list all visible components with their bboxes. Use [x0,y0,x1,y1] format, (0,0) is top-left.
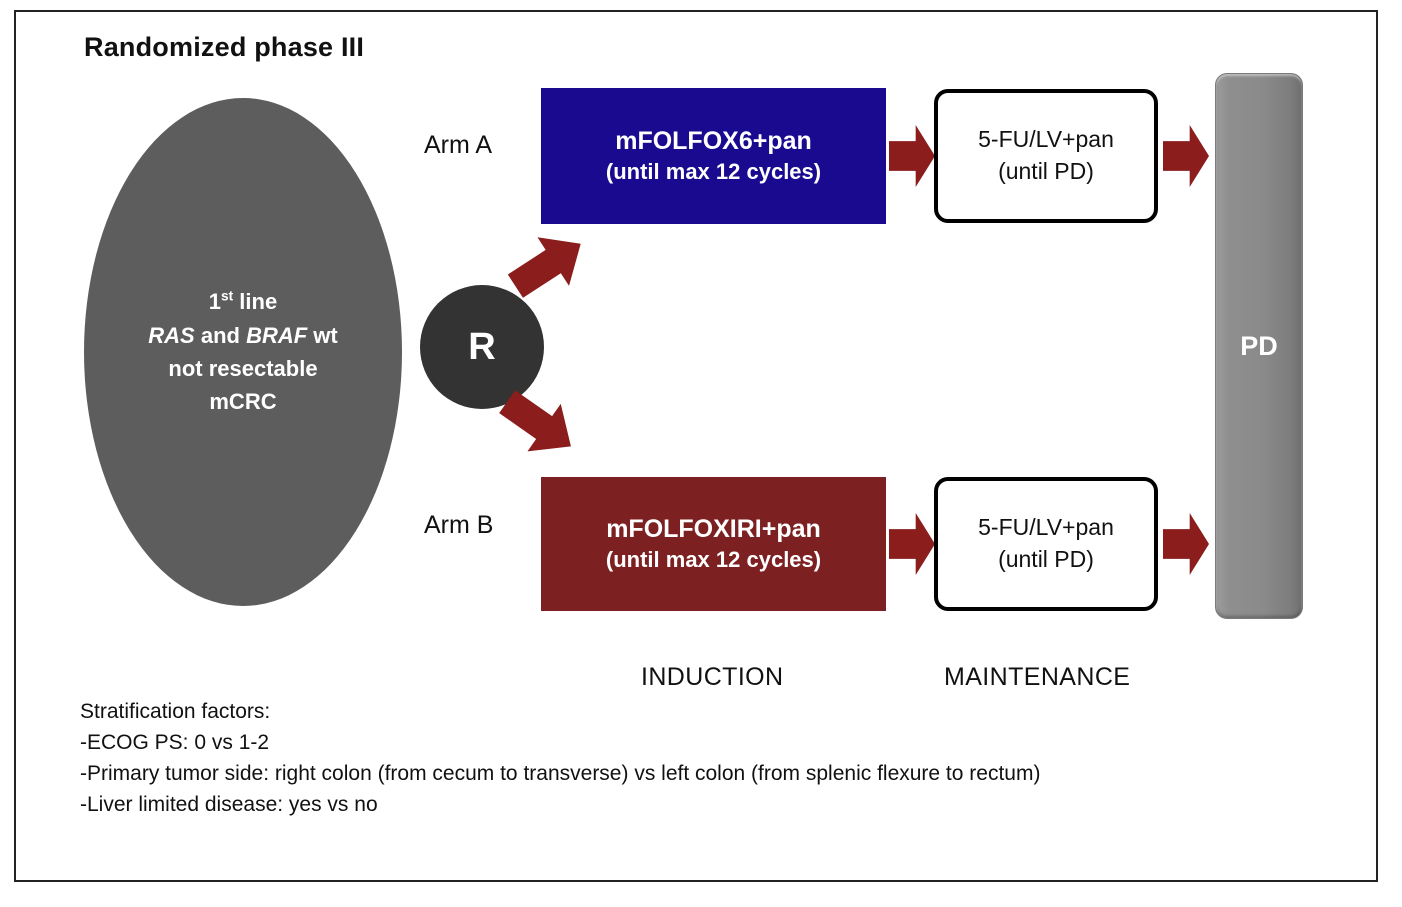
population-gene-braf: BRAF [246,322,308,348]
population-ellipse: 1st line RAS and BRAF wt not resectable … [84,98,402,606]
diagram-title: Randomized phase III [84,32,365,62]
pd-endpoint-bar: PD [1215,73,1303,619]
population-line-4: mCRC [209,389,277,415]
phase-label-maintenance: MAINTENANCE [944,663,1131,691]
population-line-2: RAS and BRAF wt [148,319,337,352]
randomization-circle: R [420,285,544,409]
stratification-factors: Stratification factors: -ECOG PS: 0 vs 1… [80,697,1040,820]
arm-b-maintenance-box: 5-FU/LV+pan (until PD) [934,477,1158,611]
stratification-factor-tumor-side: -Primary tumor side: right colon (from c… [80,761,1041,785]
arm-b-induction-box: mFOLFOXIRI+pan (until max 12 cycles) [541,477,886,611]
population-line-1-suffix: line [233,289,278,315]
arm-a-induction-line-2: (until max 12 cycles) [605,158,822,184]
stratification-factor-liver-limited: -Liver limited disease: yes vs no [80,792,378,816]
arm-a-maintenance-box: 5-FU/LV+pan (until PD) [934,89,1158,223]
arm-a-induction-line-1: mFOLFOX6+pan [615,127,812,156]
arm-a-maintenance-line-1: 5-FU/LV+pan [978,126,1114,153]
arm-a-maintenance-line-2: (until PD) [998,158,1094,184]
population-line-2-mid: and [194,322,247,348]
population-gene-ras: RAS [148,322,195,348]
arm-b-induction-line-2: (until max 12 cycles) [605,546,822,572]
phase-label-induction: INDUCTION [641,663,784,691]
arm-b-label: Arm B [424,511,494,539]
stratification-heading: Stratification factors: [80,700,271,723]
arm-b-maintenance-line-1: 5-FU/LV+pan [978,514,1114,541]
arm-a-induction-box: mFOLFOX6+pan (until max 12 cycles) [541,88,886,224]
arm-b-induction-line-1: mFOLFOXIRI+pan [606,515,821,544]
population-line-1-superscript: st [221,288,234,304]
arm-a-label: Arm A [424,131,493,159]
population-line-1-prefix: 1 [208,289,222,315]
population-line-3: not resectable [168,356,318,381]
population-line-1: 1st line [209,285,277,318]
arm-b-maintenance-line-2: (until PD) [998,546,1094,572]
population-line-2-suffix: wt [307,322,338,348]
stratification-factor-ecog: -ECOG PS: 0 vs 1-2 [80,730,270,754]
